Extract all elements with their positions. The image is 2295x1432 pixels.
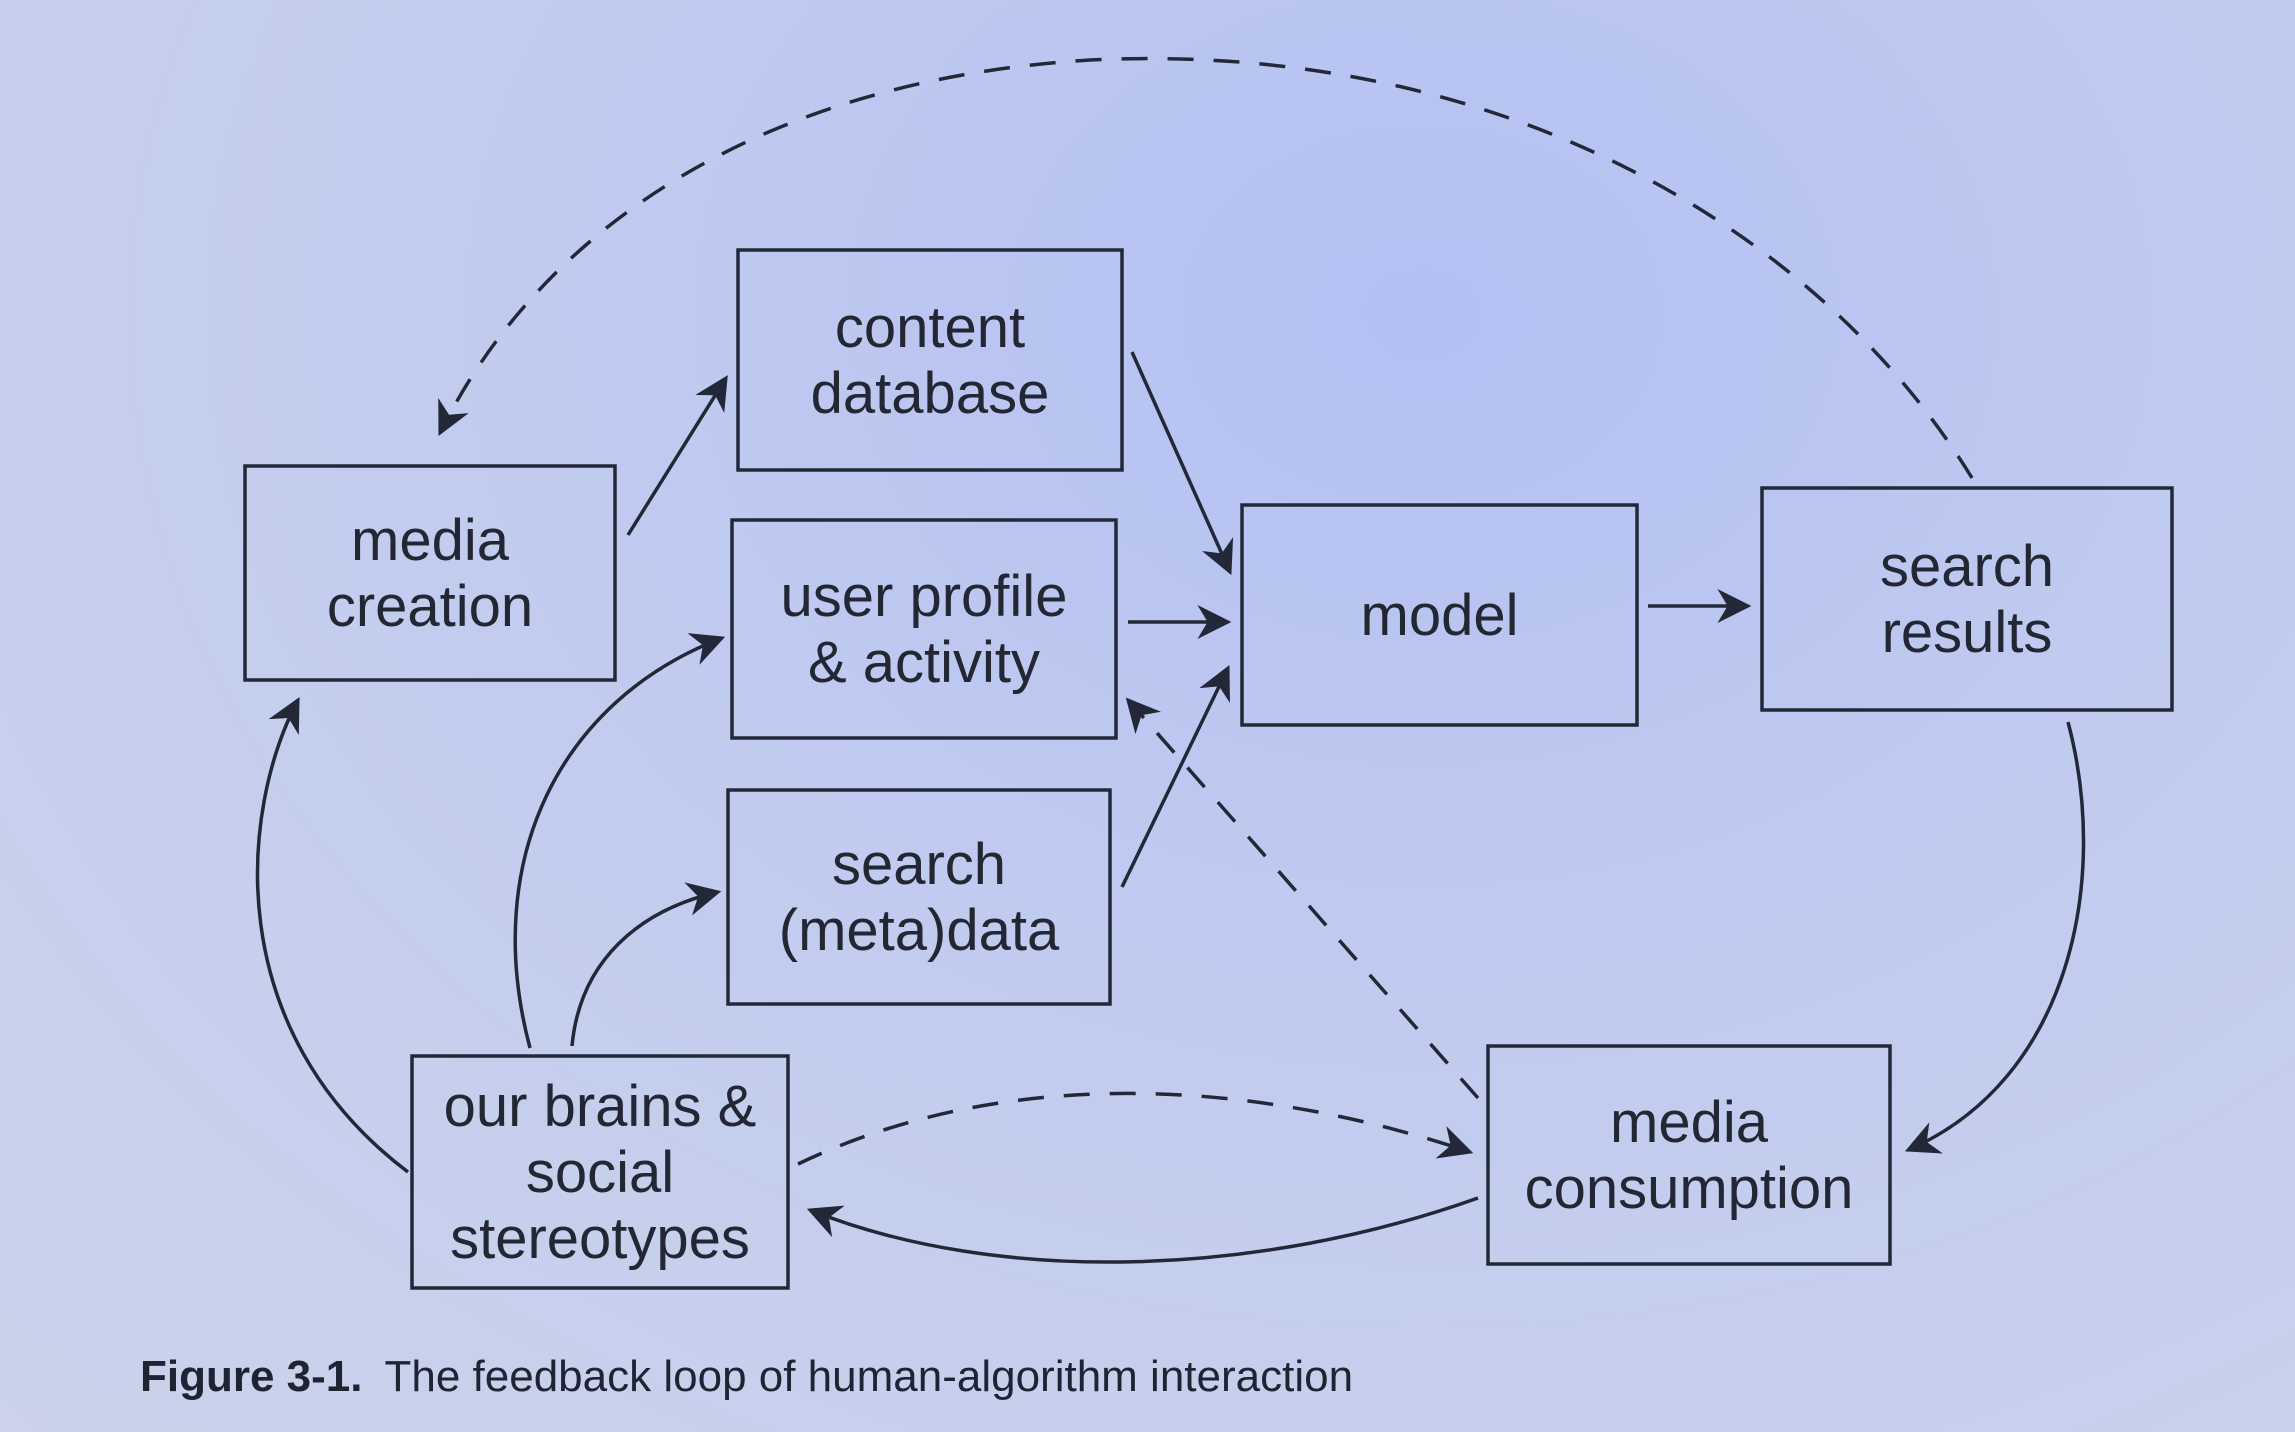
edge-media-creation-to-content-database: [626, 375, 728, 536]
node-box: [726, 788, 1112, 1006]
node-label-line: media: [351, 508, 510, 573]
node-label-line: stereotypes: [450, 1206, 750, 1271]
node-model: model: [1240, 503, 1639, 727]
node-label-line: content: [835, 295, 1025, 360]
node-label-line: results: [1882, 600, 2053, 665]
node-label-line: (meta)data: [779, 898, 1060, 963]
node-label-line: consumption: [1525, 1156, 1854, 1221]
node-label-line: & activity: [808, 630, 1040, 695]
node-box: [736, 248, 1124, 472]
node-label-line: media: [1610, 1090, 1769, 1155]
node-label-line: social: [526, 1140, 674, 1205]
edge-brains-to-media-consumption: [797, 1091, 1474, 1166]
node-user-profile: user profile& activity: [730, 518, 1118, 740]
figure-caption-text: The feedback loop of human-algorithm int…: [384, 1352, 1354, 1401]
edge-brains-to-user-profile: [513, 633, 726, 1049]
node-label-line: our brains &: [444, 1074, 757, 1139]
node-label-line: search: [832, 832, 1006, 897]
node-search-metadata: search(meta)data: [726, 788, 1112, 1006]
node-box: [1240, 503, 1639, 727]
edge-content-database-to-model: [1130, 351, 1234, 576]
figure-label: Figure 3-1.: [140, 1352, 363, 1401]
node-label-line: creation: [327, 574, 533, 639]
node-label-line: user profile: [781, 564, 1068, 629]
edge-brains-to-search-metadata: [570, 882, 722, 1047]
node-box: [730, 518, 1118, 740]
edge-search-metadata-to-model: [1120, 664, 1230, 888]
figure-caption: Figure 3-1. The feedback loop of human-al…: [140, 1352, 1353, 1402]
edge-brains-to-media-creation: [255, 696, 410, 1174]
node-label-line: search: [1880, 534, 2054, 599]
node-box: [243, 464, 617, 682]
edge-media-consumption-to-user-profile: [1125, 697, 1480, 1100]
node-label-line: model: [1361, 583, 1519, 648]
edge-media-consumption-to-brains: [806, 1196, 1479, 1264]
edge-search-results-to-media-consumption: [1904, 721, 2086, 1154]
node-box: [410, 1054, 790, 1290]
node-box: [1486, 1044, 1892, 1266]
edge-search-results-to-media-creation: [438, 56, 1974, 479]
node-label-line: database: [811, 361, 1050, 426]
node-box: [1760, 486, 2174, 712]
